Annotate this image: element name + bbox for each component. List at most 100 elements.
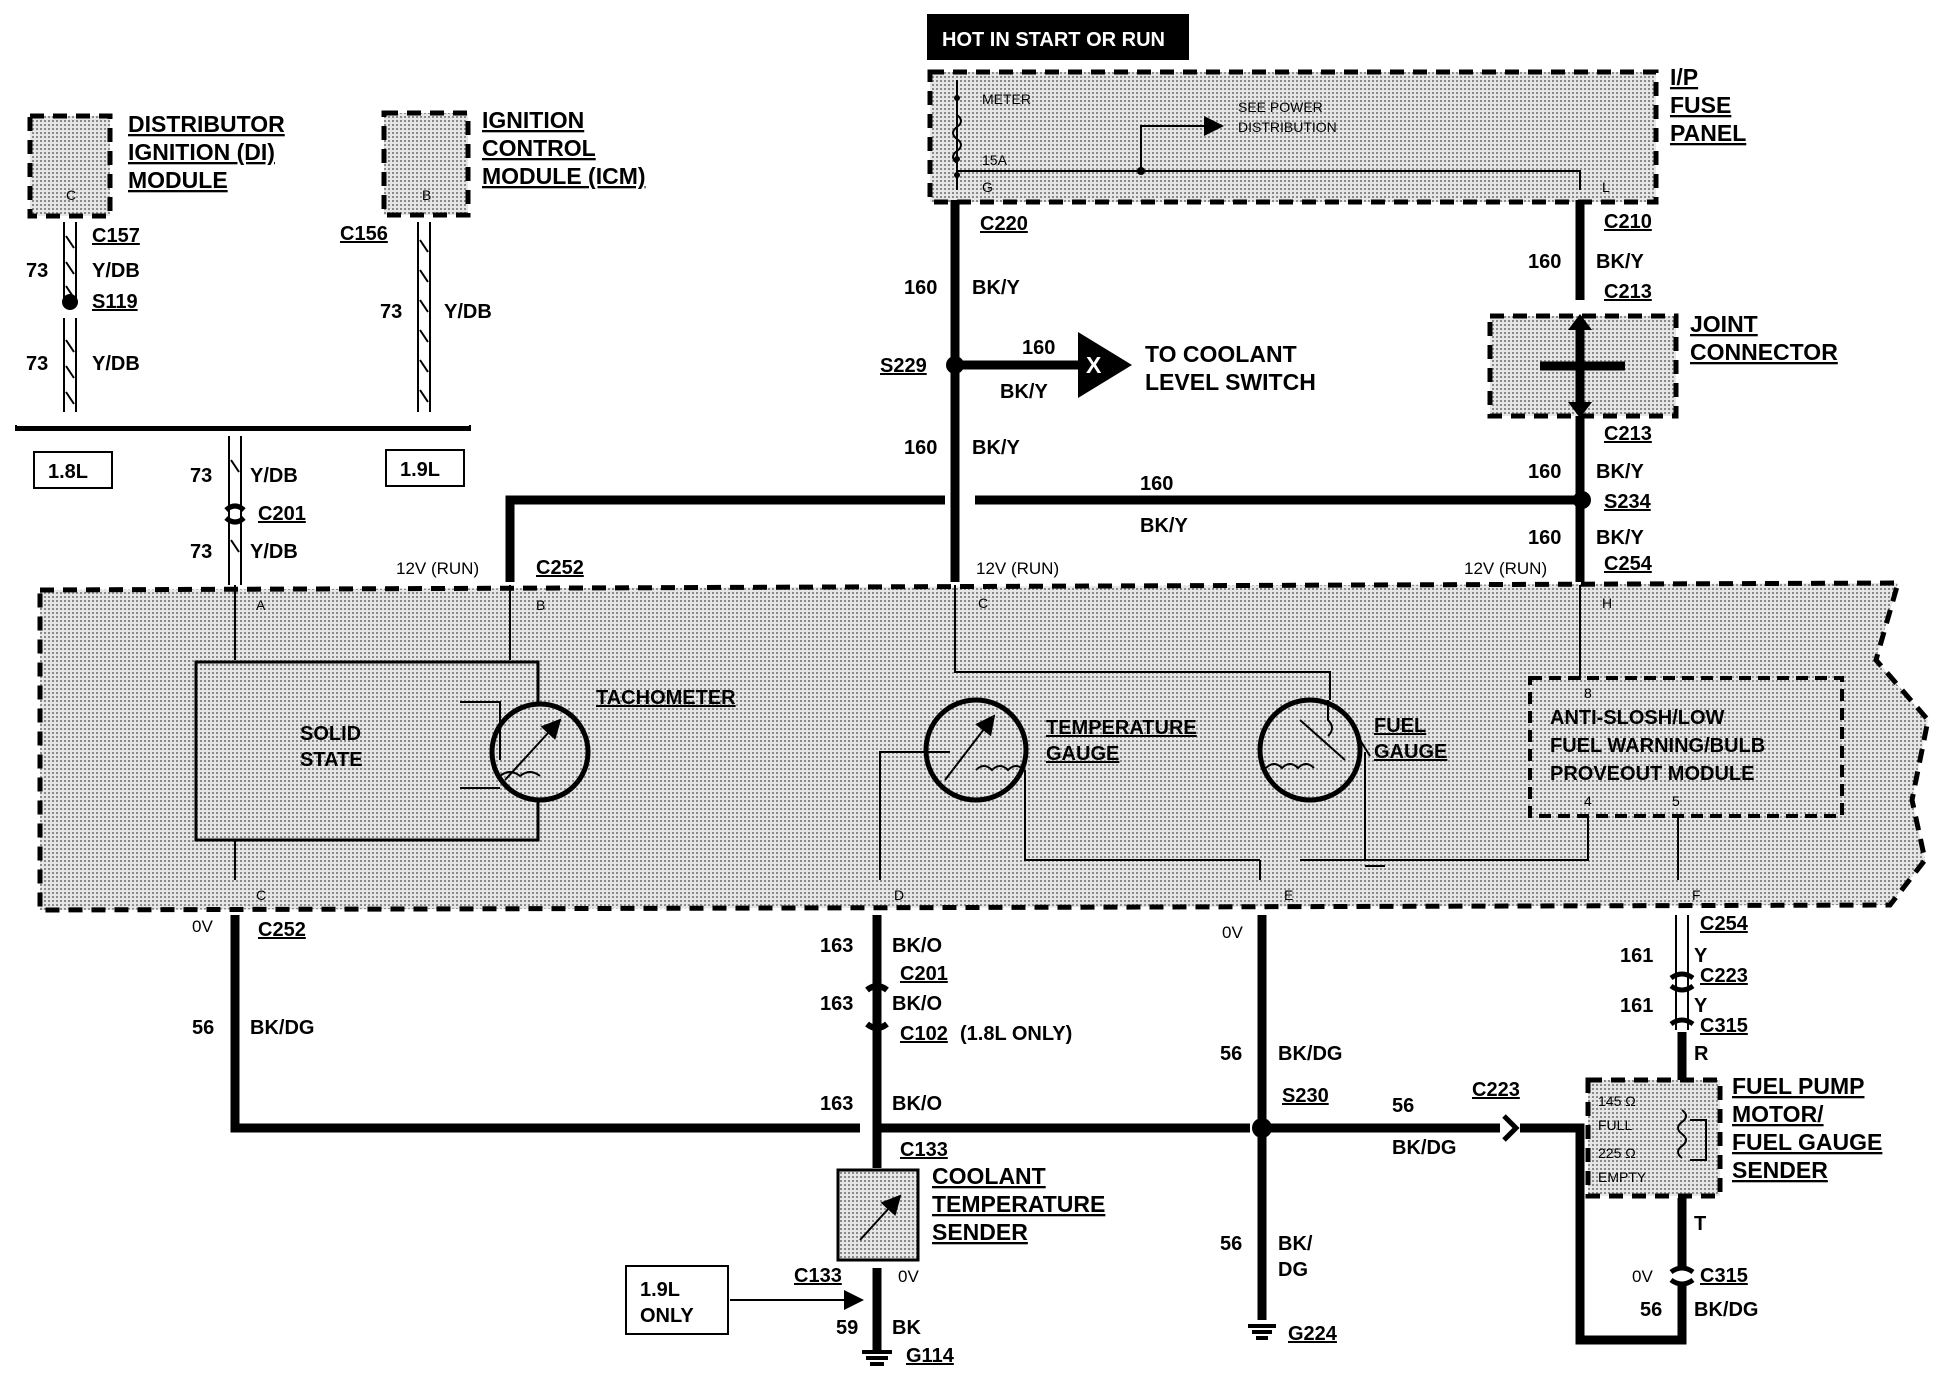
svg-text:160: 160 [1528,527,1561,549]
svg-text:1.9L: 1.9L [640,1279,680,1301]
svg-text:L: L [1602,179,1610,195]
temperature-gauge-label: TEMPERATURE [1046,717,1197,739]
fuel-pump-sender-box [1585,1077,1723,1199]
svg-text:DG: DG [1278,1259,1308,1281]
tachometer-label: TACHOMETER [596,687,736,709]
svg-text:C: C [66,187,76,203]
svg-text:BK/DG: BK/DG [1694,1299,1758,1321]
svg-text:56: 56 [1220,1233,1242,1255]
svg-text:ONLY: ONLY [640,1305,694,1327]
svg-text:C213: C213 [1604,281,1652,303]
svg-text:161: 161 [1620,945,1653,967]
svg-text:BK/Y: BK/Y [1000,381,1048,403]
svg-text:S119: S119 [92,291,138,313]
svg-text:B: B [536,597,545,613]
svg-text:S234: S234 [1604,491,1652,513]
wire-56-c223 [1520,1123,1687,1345]
svg-text:56: 56 [192,1017,214,1039]
svg-text:BK/Y: BK/Y [1596,527,1644,549]
svg-text:PANEL: PANEL [1670,120,1746,146]
svg-text:PROVEOUT MODULE: PROVEOUT MODULE [1550,763,1754,785]
svg-text:F: F [1692,887,1701,903]
splice-s230 [1252,1118,1272,1138]
svg-text:59: 59 [836,1317,858,1339]
svg-text:BK/Y: BK/Y [1596,251,1644,273]
svg-text:E: E [1284,887,1293,903]
svg-text:C220: C220 [980,213,1028,235]
splice-s229 [946,356,964,374]
coolant-level-arrow [1078,332,1132,398]
fuel-gauge-icon [1257,697,1363,803]
svg-text:BK/Y: BK/Y [1140,515,1188,537]
fuse-15a-label: 15A [982,152,1008,168]
antislosh-module-box [1528,676,1844,818]
svg-text:C252: C252 [536,557,584,579]
hot-banner-text: HOT IN START OR RUN [942,29,1165,51]
svg-text:C254: C254 [1700,913,1749,935]
svg-text:0V: 0V [192,917,213,936]
temperature-gauge-icon [923,697,1029,803]
antislosh-module-label: ANTI-SLOSH/LOW [1550,707,1725,729]
svg-text:Y: Y [1694,995,1708,1017]
svg-text:1.9L: 1.9L [400,459,440,481]
svg-text:MODULE: MODULE [128,167,228,193]
svg-text:T: T [1694,1213,1706,1235]
icm-module-title: IGNITION [482,107,584,133]
coolant-sender-label: COOLANT [932,1163,1046,1189]
svg-text:C: C [978,595,988,611]
svg-text:C133: C133 [794,1265,842,1287]
solid-state-box [194,660,540,842]
svg-text:Y/DB: Y/DB [250,541,298,563]
svg-text:C: C [256,887,266,903]
svg-text:C223: C223 [1472,1079,1520,1101]
svg-text:C201: C201 [258,503,306,525]
svg-text:A: A [256,597,266,613]
svg-text:145 Ω: 145 Ω [1598,1093,1636,1109]
svg-text:0V: 0V [898,1267,919,1286]
svg-text:163: 163 [820,1093,853,1115]
svg-text:BK/DG: BK/DG [1392,1137,1456,1159]
svg-text:C201: C201 [900,963,948,985]
svg-text:BK/O: BK/O [892,1093,942,1115]
svg-text:56: 56 [1392,1095,1414,1117]
svg-text:73: 73 [380,301,402,323]
svg-text:C213: C213 [1604,423,1652,445]
svg-text:Y/DB: Y/DB [250,465,298,487]
svg-text:MODULE (ICM): MODULE (ICM) [482,163,646,189]
svg-text:160: 160 [1528,251,1561,273]
svg-text:160: 160 [1528,461,1561,483]
svg-text:BK/Y: BK/Y [972,437,1020,459]
svg-text:56: 56 [1220,1043,1242,1065]
svg-text:73: 73 [190,541,212,563]
svg-text:163: 163 [820,993,853,1015]
splice-s234 [1573,491,1591,509]
svg-text:FULL: FULL [1598,1117,1632,1133]
di-module-title: DISTRIBUTOR [128,111,285,137]
svg-text:0V: 0V [1222,923,1243,942]
svg-text:5: 5 [1672,793,1680,809]
see-power-arrow [1140,116,1224,171]
hot-banner [927,14,1189,60]
ground-g114-icon [862,1350,892,1366]
svg-text:C223: C223 [1700,965,1748,987]
svg-text:X: X [1086,352,1102,378]
svg-text:D: D [894,887,904,903]
svg-text:SEE POWER: SEE POWER [1238,99,1323,115]
svg-text:56: 56 [1640,1299,1662,1321]
svg-text:BK/: BK/ [1278,1233,1313,1255]
svg-text:73: 73 [26,353,48,375]
svg-text:FUEL GAUGE: FUEL GAUGE [1732,1129,1882,1155]
splice-s119 [62,294,78,310]
svg-text:12V (RUN): 12V (RUN) [396,559,479,578]
fuel-gauge-label: FUEL [1374,715,1426,737]
fuse-panel-box [927,69,1659,205]
svg-text:161: 161 [1620,995,1653,1017]
icm-module-box [381,110,471,218]
svg-text:BK/Y: BK/Y [972,277,1020,299]
svg-text:Y: Y [1694,945,1708,967]
ground-g224-icon [1248,1324,1276,1340]
joint-connector-title: JOINT [1690,311,1758,337]
svg-text:73: 73 [190,465,212,487]
svg-text:SENDER: SENDER [932,1219,1028,1245]
